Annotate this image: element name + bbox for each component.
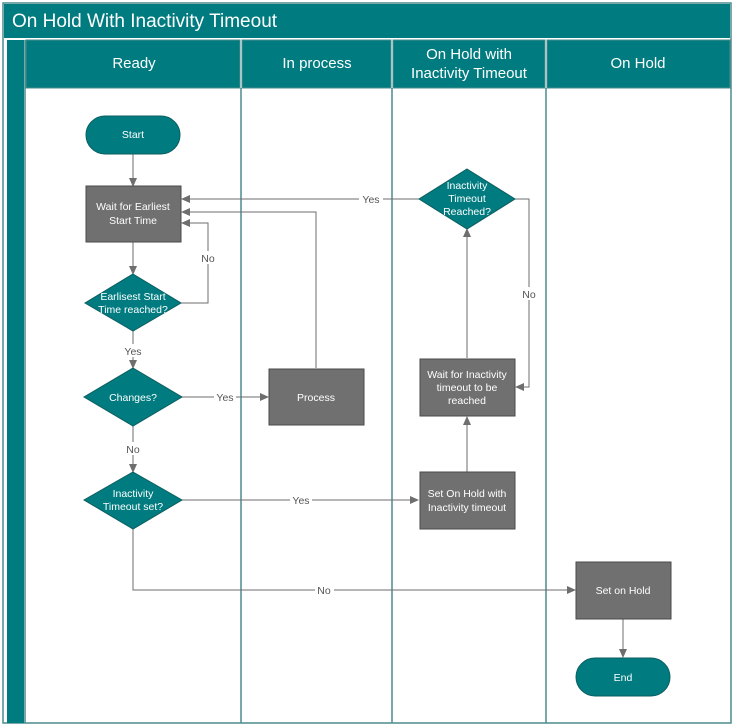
earliest-reached-label-1: Earlisest Start xyxy=(100,291,165,303)
wait-earliest-label-1: Wait for Earliest xyxy=(96,201,170,213)
pool-side-bar xyxy=(7,40,24,723)
edge-label-timeout-set-yes: Yes xyxy=(292,495,309,507)
wait-earliest-label-2: Start Time xyxy=(109,215,157,227)
timeout-reached-label-2: Timeout xyxy=(448,193,486,205)
lane-header-on-hold-timeout xyxy=(392,39,546,89)
lane-label-in-process: In process xyxy=(282,55,351,72)
edge-label-reached-yes: Yes xyxy=(124,346,141,358)
pool-header xyxy=(4,4,730,38)
set-on-hold-timeout-process xyxy=(419,471,516,530)
set-on-hold-process xyxy=(575,561,672,620)
wait-timeout-label-3: reached xyxy=(448,395,486,407)
process-box xyxy=(268,368,365,426)
lane-label-on-hold-timeout-line2: Inactivity Timeout xyxy=(411,65,528,82)
lane-label-ready: Ready xyxy=(112,55,156,72)
lane-header-ready xyxy=(25,39,241,89)
edge-label-timeout-set-no: No xyxy=(317,585,331,597)
edge-label-changes-no: No xyxy=(126,444,140,456)
earliest-reached-decision xyxy=(84,273,182,332)
timeout-reached-label-1: Inactivity xyxy=(447,180,489,192)
wait-timeout-process xyxy=(419,358,516,417)
start-label: Start xyxy=(122,129,144,141)
end-terminal xyxy=(575,657,671,697)
timeout-reached-label-3: Reached? xyxy=(443,206,491,218)
edge-label-changes-yes: Yes xyxy=(216,392,233,404)
edge-label-timeout-reached-no: No xyxy=(522,289,536,301)
wait-timeout-label-1: Wait for Inactivity xyxy=(427,369,507,381)
start-terminal xyxy=(85,115,181,155)
lane-label-on-hold: On Hold xyxy=(610,55,665,72)
edge-label-timeout-reached-yes: Yes xyxy=(362,194,379,206)
earliest-reached-label-2: Time reached? xyxy=(98,304,168,316)
timeout-set-decision xyxy=(83,471,183,530)
wait-timeout-label-2: timeout to be xyxy=(437,382,498,394)
process-label: Process xyxy=(297,392,335,404)
set-on-hold-label: Set on Hold xyxy=(596,585,651,597)
timeout-set-label-2: Timeout set? xyxy=(103,501,163,513)
wait-earliest-process xyxy=(85,185,182,243)
timeout-set-label-1: Inactivity xyxy=(113,488,155,500)
lane-header-on-hold xyxy=(546,39,731,89)
set-on-hold-timeout-label-2: Inactivity timeout xyxy=(428,502,506,514)
timeout-reached-decision xyxy=(418,168,516,230)
set-on-hold-timeout-label-1: Set On Hold with xyxy=(428,488,507,500)
changes-label: Changes? xyxy=(109,392,157,404)
lane-label-on-hold-timeout-line1: On Hold with xyxy=(426,46,512,63)
lane-header-in-process xyxy=(241,39,392,89)
pool-title: On Hold With Inactivity Timeout xyxy=(12,11,278,32)
edge-label-reached-no: No xyxy=(201,253,215,265)
edge-timeout-set-no xyxy=(132,529,576,594)
end-label: End xyxy=(614,672,633,684)
edge-process-back xyxy=(181,208,317,368)
changes-decision xyxy=(83,367,183,427)
